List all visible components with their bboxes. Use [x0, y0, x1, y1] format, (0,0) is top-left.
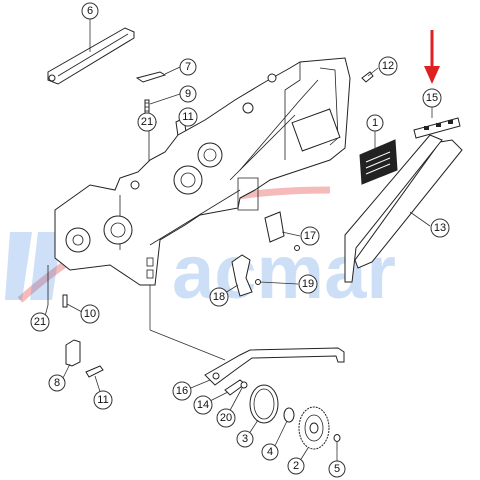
- part-6-rail: [47, 27, 135, 85]
- callout-1: 1: [366, 114, 384, 132]
- watermark-logo-mark: [5, 232, 62, 300]
- callout-14-text: 14: [197, 399, 209, 411]
- callout-11-lower-text: 11: [97, 394, 108, 406]
- part-2-gear: [298, 406, 330, 450]
- callout-9-text: 9: [185, 88, 191, 100]
- callout-4-text: 4: [267, 446, 273, 458]
- callout-19: 19: [298, 274, 318, 294]
- callout-6: 6: [81, 2, 99, 20]
- callout-15-text: 15: [426, 92, 438, 104]
- callout-21-upper-text: 21: [141, 116, 153, 128]
- callout-2: 2: [287, 457, 305, 475]
- part-8-bracket: [65, 339, 81, 367]
- part-4-bushing: [283, 407, 295, 423]
- callout-21-lower-text: 21: [34, 316, 46, 328]
- part-11-clip-lower: [85, 365, 104, 378]
- callout-5-text: 5: [334, 463, 340, 475]
- callout-2-text: 2: [293, 460, 299, 472]
- part-3-ring: [249, 384, 279, 424]
- callout-21-upper: 21: [137, 112, 157, 132]
- callout-18: 18: [209, 287, 229, 307]
- part-16-lever-arm: [204, 347, 345, 386]
- assembly-lines: [149, 285, 226, 361]
- callout-12: 12: [378, 56, 398, 76]
- callout-7-text: 7: [185, 61, 191, 73]
- callout-13-text: 13: [434, 222, 446, 234]
- callout-11-upper: 11: [178, 107, 198, 127]
- callout-6-text: 6: [87, 5, 93, 17]
- callout-20-text: 20: [220, 412, 232, 424]
- callout-11-lower: 11: [93, 390, 113, 410]
- part-19-pin-a: [255, 279, 261, 285]
- callout-11-upper-text: 11: [182, 111, 193, 123]
- callout-3-text: 3: [242, 433, 248, 445]
- callout-16: 16: [172, 381, 192, 401]
- callout-4: 4: [261, 443, 279, 461]
- highlight-arrow: [424, 30, 440, 84]
- callout-18-text: 18: [213, 291, 225, 303]
- part-5-screw: [333, 434, 341, 450]
- callout-16-text: 16: [176, 385, 188, 397]
- part-15-plate: [413, 117, 461, 139]
- callout-19-text: 19: [302, 278, 314, 290]
- callout-12-text: 12: [382, 60, 394, 72]
- callout-17: 17: [300, 226, 320, 246]
- callout-17-text: 17: [304, 230, 316, 242]
- frame-gears: [65, 142, 223, 253]
- callout-21-lower: 21: [30, 312, 50, 332]
- callout-5: 5: [328, 460, 346, 478]
- callout-10-text: 10: [84, 308, 96, 320]
- part-13-cover: [344, 134, 463, 283]
- callout-1-text: 1: [372, 117, 378, 129]
- callout-14: 14: [193, 395, 213, 415]
- callout-10: 10: [80, 304, 100, 324]
- callout-13: 13: [430, 218, 450, 238]
- callout-8: 8: [48, 374, 66, 392]
- part-19-pin-b: [294, 245, 300, 251]
- callout-9: 9: [179, 85, 197, 103]
- part-1-label: [359, 139, 398, 185]
- part-18-lever: [231, 254, 253, 297]
- callout-3: 3: [236, 430, 254, 448]
- part-17-bracket: [264, 211, 285, 243]
- callout-7: 7: [179, 58, 197, 76]
- part-10-spring: [62, 294, 68, 308]
- callout-8-text: 8: [54, 377, 60, 389]
- watermark-text: acmar: [172, 230, 396, 315]
- callout-20: 20: [216, 408, 236, 428]
- part-7-clip: [135, 71, 167, 83]
- part-20-pin: [240, 381, 248, 389]
- callout-15: 15: [422, 88, 442, 108]
